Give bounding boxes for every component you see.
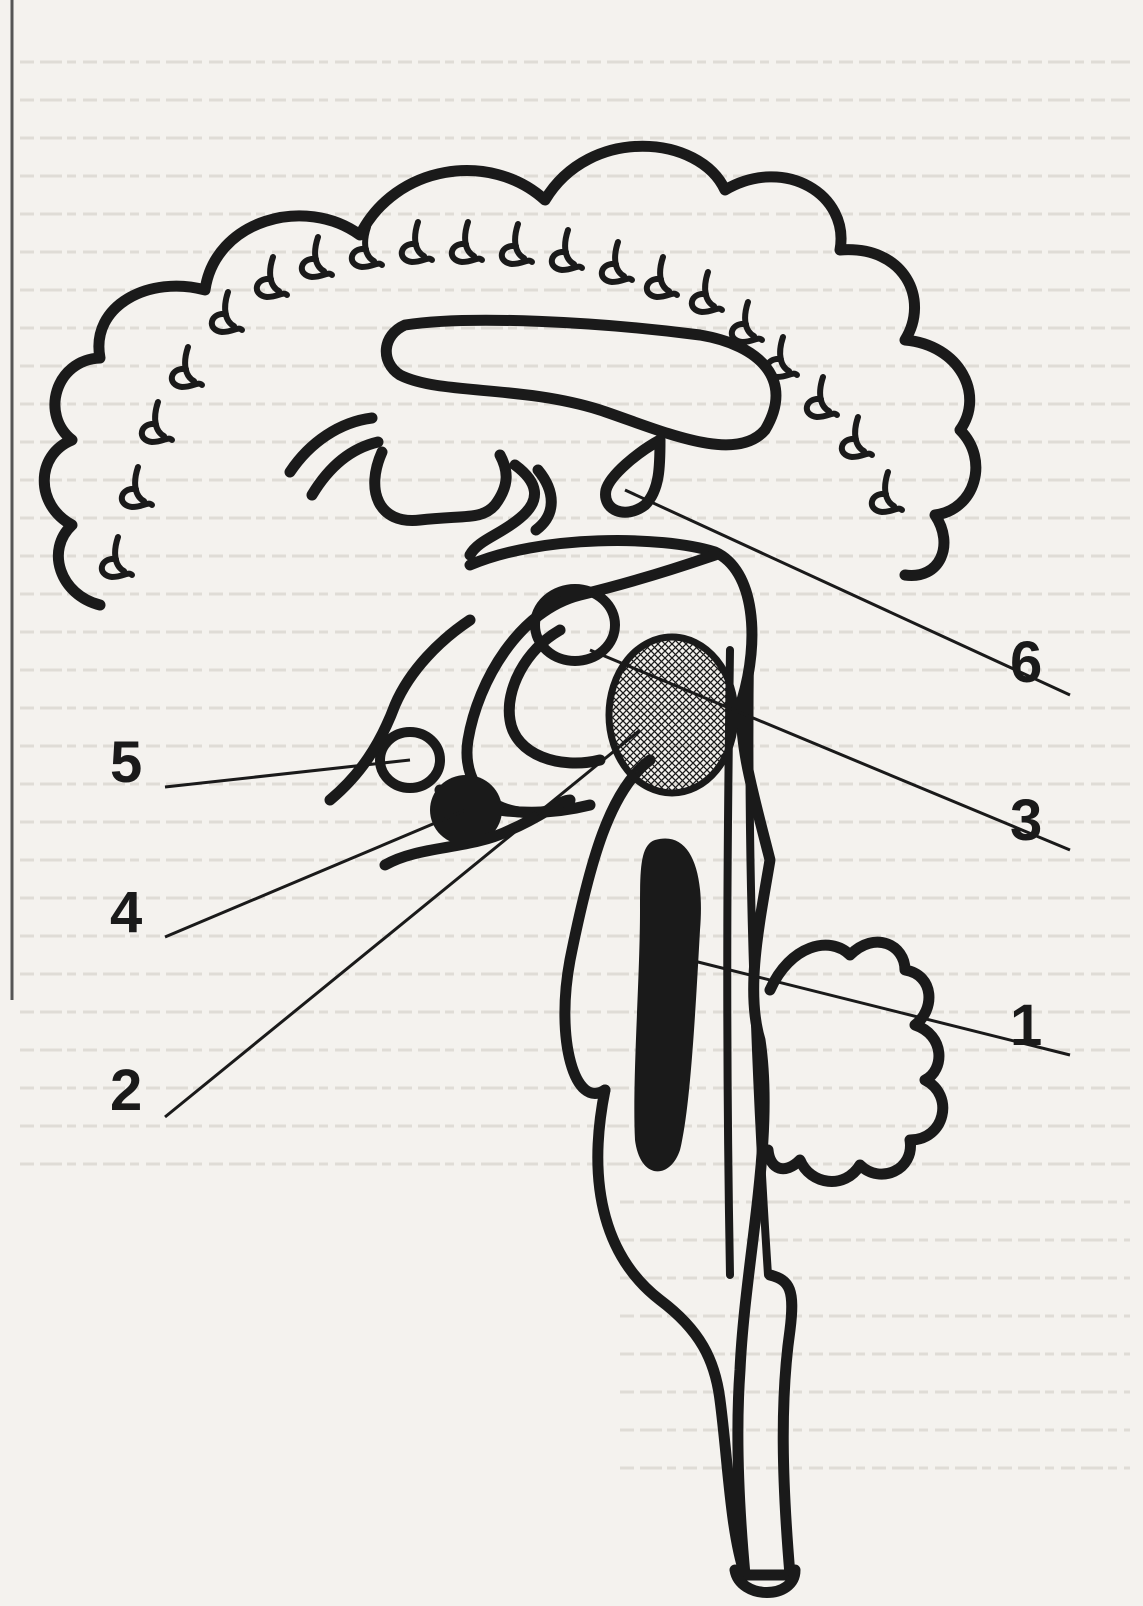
- label-1: 1: [1010, 993, 1042, 1058]
- label-2: 2: [110, 1058, 142, 1123]
- leader-line-4: [165, 810, 466, 937]
- cortical-cell: [807, 377, 837, 417]
- cerebellum: [768, 942, 943, 1181]
- cortical-cell: [502, 224, 532, 264]
- label-3: 3: [1010, 788, 1042, 853]
- cortical-cell: [122, 467, 152, 507]
- fornix-u-shape: [375, 452, 506, 520]
- cortical-cell: [842, 417, 872, 457]
- cortical-cells: [102, 222, 902, 577]
- cortical-cell: [872, 472, 902, 512]
- cortical-cell: [212, 292, 242, 332]
- hypothalamic-curve: [509, 630, 600, 763]
- cortical-cell: [142, 402, 172, 442]
- label-4: 4: [110, 880, 142, 945]
- cortical-cell: [602, 242, 632, 282]
- structure-1-dark-body: [634, 838, 701, 1171]
- cortical-cell: [692, 272, 722, 312]
- fornix-arc-2: [312, 442, 378, 495]
- cortical-cell: [732, 302, 762, 342]
- cortical-cell: [552, 230, 582, 270]
- cortical-cell: [452, 222, 482, 262]
- cortical-cell: [302, 237, 332, 277]
- label-6: 6: [1010, 630, 1042, 695]
- cortical-cell: [402, 222, 432, 262]
- optic-stalk: [330, 620, 470, 800]
- structure-3-crosshatched: [609, 637, 735, 793]
- corpus-callosum: [386, 320, 776, 445]
- label-5: 5: [110, 730, 142, 795]
